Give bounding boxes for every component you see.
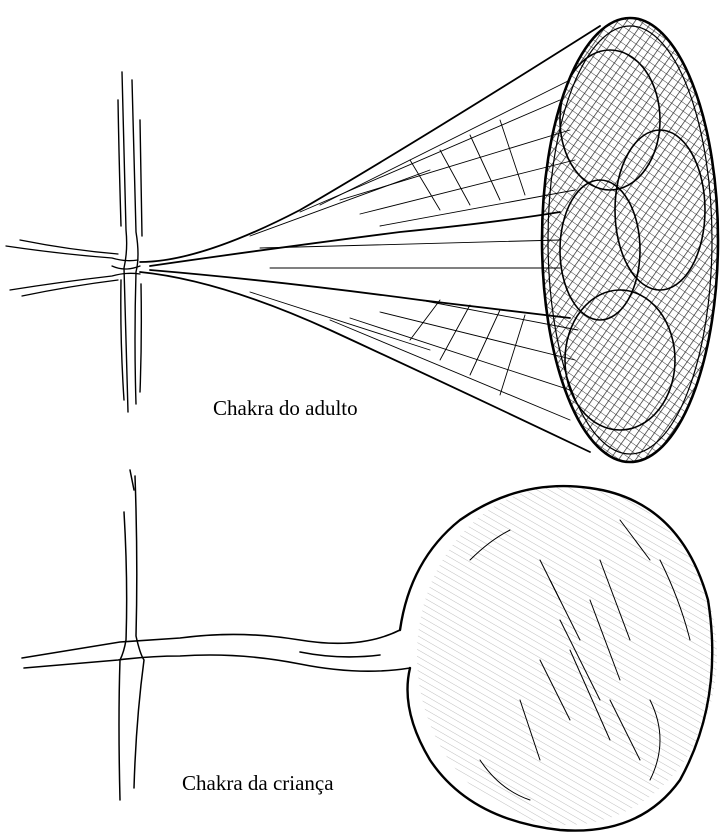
adult-chakra-disc xyxy=(540,16,720,466)
adult-chakra-drawing xyxy=(6,16,720,466)
child-horizontal-stem xyxy=(22,630,410,671)
child-chakra-drawing xyxy=(22,470,720,840)
child-chakra-ball xyxy=(400,480,720,840)
child-vertical-stem xyxy=(119,470,144,800)
adult-vertical-stem xyxy=(118,72,142,412)
adult-cone-outline xyxy=(140,26,600,452)
child-chakra-label: Chakra da criança xyxy=(182,771,334,796)
adult-chakra-label: Chakra do adulto xyxy=(213,396,358,421)
adult-horizontal-stem xyxy=(6,240,140,296)
